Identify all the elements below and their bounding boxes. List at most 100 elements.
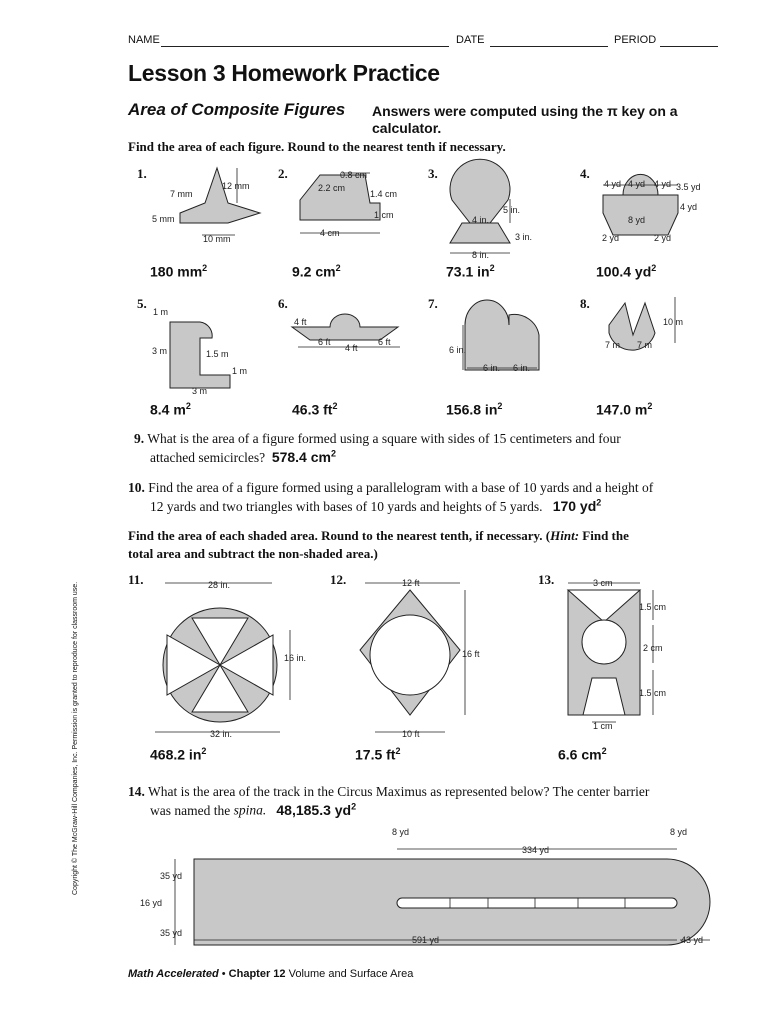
problem-number: 2. xyxy=(278,166,288,181)
fig4-label: 4 yd xyxy=(654,179,671,189)
fig5-label: 1 m xyxy=(153,307,168,317)
fig4-label: 2 yd xyxy=(602,233,619,243)
fig13-label: 2 cm xyxy=(643,643,663,653)
fig1-label: 10 mm xyxy=(203,234,231,244)
answer-2: 9.2 cm2 xyxy=(292,263,341,280)
fig4-label: 4 yd xyxy=(628,179,645,189)
fig11-label: 16 in. xyxy=(284,653,306,663)
answer-1: 180 mm2 xyxy=(150,263,208,280)
fig14-label: 35 yd xyxy=(160,871,182,881)
fig14-label: 16 yd xyxy=(140,898,162,908)
figure-8-heart-shape: 10 m 7 m 7 m xyxy=(605,297,683,351)
fig13-label: 1 cm xyxy=(593,721,613,731)
instructions-area: Find the area of each figure. Round to t… xyxy=(128,139,506,154)
fig5-label: 3 m xyxy=(152,346,167,356)
fig14-label: 591 yd xyxy=(412,935,439,945)
answer-5: 8.4 m2 xyxy=(150,401,191,418)
fig3-label: 4 in. xyxy=(472,215,489,225)
fig2-label: 0.8 cm xyxy=(340,170,367,180)
fig2-label: 1.4 cm xyxy=(370,189,397,199)
answer-7: 156.8 in2 xyxy=(446,401,503,418)
period-blank xyxy=(660,46,718,47)
fig5-label: 1 m xyxy=(232,366,247,376)
calculator-note: Answers were computed using the π key on… xyxy=(372,103,678,136)
answer-3: 73.1 in2 xyxy=(446,263,495,280)
copyright-notice: Copyright © The McGraw-Hill Companies, I… xyxy=(72,581,79,895)
fig3-label: 5 in. xyxy=(503,205,520,215)
figure-6-saucer-shape: 4 ft 6 ft 4 ft 6 ft xyxy=(290,313,400,353)
figure-13-rectangle-circle: 3 cm 1.5 cm 2 cm 1.5 cm 1 cm xyxy=(566,578,666,731)
fig7-label: 6 in. xyxy=(449,345,466,355)
page-title: Lesson 3 Homework Practice xyxy=(128,60,440,86)
problem-number: 11. xyxy=(128,572,144,587)
fig8-label: 10 m xyxy=(663,317,683,327)
fig5-label: 3 m xyxy=(192,386,207,396)
fig4-label: 8 yd xyxy=(628,215,645,225)
problem-number: 3. xyxy=(428,166,438,181)
answer-4: 100.4 yd2 xyxy=(596,263,657,280)
fig14-label: 8 yd xyxy=(670,827,687,837)
answer-8: 147.0 m2 xyxy=(596,401,653,418)
fig4-label: 4 yd xyxy=(604,179,621,189)
fig5-label: 1.5 m xyxy=(206,349,229,359)
problem-number: 13. xyxy=(538,572,555,587)
fig6-label: 4 ft xyxy=(345,343,358,353)
figure-2-pentagon-shape: 0.8 cm 2.2 cm 1.4 cm 1 cm 4 cm xyxy=(299,170,397,238)
page-footer: Math Accelerated • Chapter 12 Volume and… xyxy=(128,968,414,980)
fig2-label: 2.2 cm xyxy=(318,183,345,193)
fig2-label: 1 cm xyxy=(374,210,394,220)
fig8-label: 7 m xyxy=(605,340,620,350)
fig2-label: 4 cm xyxy=(320,228,340,238)
fig3-label: 8 in. xyxy=(472,250,489,260)
problem-number: 1. xyxy=(137,166,147,181)
fig6-label: 4 ft xyxy=(294,317,307,327)
problem-number: 8. xyxy=(580,296,590,311)
fig4-label: 2 yd xyxy=(654,233,671,243)
figure-4-semicircle-shape: 4 yd 4 yd 4 yd 3.5 yd 4 yd 8 yd 2 yd 2 y… xyxy=(602,173,701,243)
figure-3-circle-trapezoid: 5 in. 4 in. 3 in. 8 in. xyxy=(449,158,532,260)
fig14-label: 334 yd xyxy=(522,845,549,855)
name-blank xyxy=(161,46,449,47)
answer-11: 468.2 in2 xyxy=(150,746,207,763)
fig1-label: 12 mm xyxy=(222,181,250,191)
period-label: PERIOD xyxy=(614,34,657,46)
lesson-subtitle: Area of Composite Figures xyxy=(128,100,346,119)
problem-number: 4. xyxy=(580,166,590,181)
figure-1-arrow-shape: 12 mm 7 mm 5 mm 10 mm xyxy=(152,166,262,244)
figure-7-double-arch: 6 in. 6 in. 6 in. xyxy=(449,299,540,373)
answer-6: 46.3 ft2 xyxy=(292,401,338,418)
answer-12: 17.5 ft2 xyxy=(355,746,401,763)
date-label: DATE xyxy=(456,34,485,46)
figure-14-circus-maximus-track: 8 yd 8 yd 334 yd 35 yd 16 yd 35 yd 591 y… xyxy=(140,827,711,946)
question-10: 10. Find the area of a figure formed usi… xyxy=(128,480,654,514)
fig11-label: 28 in. xyxy=(208,580,230,590)
fig14-label: 8 yd xyxy=(392,827,409,837)
problem-number: 5. xyxy=(137,296,147,311)
fig13-label: 1.5 cm xyxy=(639,602,666,612)
figure-12-diamond-circle: 12 ft 16 ft 10 ft xyxy=(359,578,480,739)
fig1-label: 7 mm xyxy=(170,189,193,199)
fig6-label: 6 ft xyxy=(378,337,391,347)
fig4-label: 4 yd xyxy=(680,202,697,212)
fig3-label: 3 in. xyxy=(515,232,532,242)
fig6-label: 6 ft xyxy=(318,337,331,347)
problem-number: 12. xyxy=(330,572,347,587)
fig7-label: 6 in. xyxy=(483,363,500,373)
fig1-label: 5 mm xyxy=(152,214,175,224)
fig8-label: 7 m xyxy=(637,340,652,350)
figure-5-l-shape: 1 m 3 m 1.5 m 1 m 3 m xyxy=(152,307,247,396)
problem-number: 6. xyxy=(278,296,288,311)
answer-13: 6.6 cm2 xyxy=(558,746,607,763)
fig14-label: 35 yd xyxy=(160,928,182,938)
figure-11-circle-triangles: 28 in. 16 in. 32 in. xyxy=(155,580,306,739)
question-9: 9. What is the area of a figure formed u… xyxy=(134,431,621,465)
fig12-label: 10 ft xyxy=(402,729,420,739)
name-label: NAME xyxy=(128,34,160,46)
fig13-label: 1.5 cm xyxy=(639,688,666,698)
fig13-label: 3 cm xyxy=(593,578,613,588)
fig14-label: 43 yd xyxy=(681,935,703,945)
fig12-label: 12 ft xyxy=(402,578,420,588)
instructions-shaded: Find the area of each shaded area. Round… xyxy=(128,528,629,561)
fig11-label: 32 in. xyxy=(210,729,232,739)
fig4-label: 3.5 yd xyxy=(676,182,701,192)
